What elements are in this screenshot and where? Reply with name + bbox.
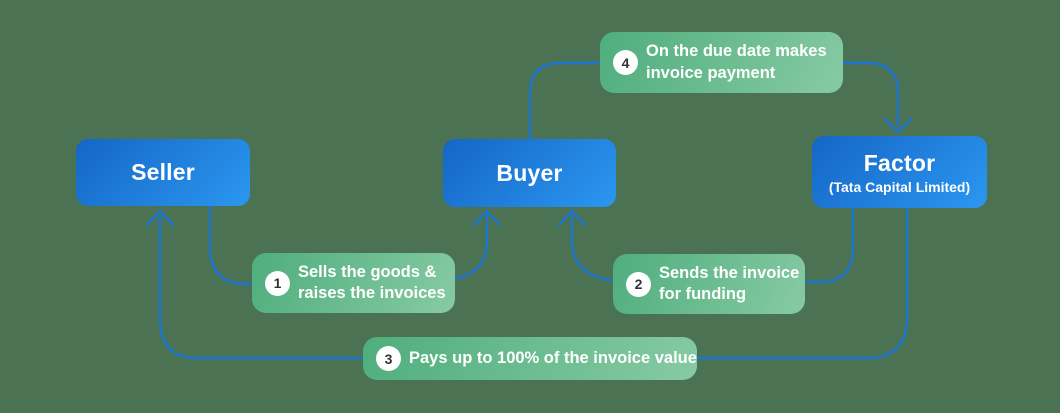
step-number-badge-3: 3 bbox=[376, 346, 401, 371]
step-text-3-line1: Pays up to 100% of the invoice value bbox=[409, 348, 697, 367]
step-number-badge-4: 4 bbox=[613, 50, 638, 75]
node-factor-sublabel: (Tata Capital Limited) bbox=[828, 178, 971, 195]
step-number-badge-2: 2 bbox=[626, 271, 651, 297]
step-text-4-line2: invoice payment bbox=[646, 63, 776, 82]
step-label-3: 3 Pays up to 100% of the invoice value bbox=[363, 337, 697, 380]
connector-step1-seller-to-label bbox=[208, 204, 256, 286]
step-label-2: 2 Sends the invoice for funding bbox=[613, 254, 805, 314]
step-text-1-line2: raises the invoices bbox=[298, 284, 446, 302]
step-label-1: 1 Sells the goods & raises the invoices bbox=[252, 253, 455, 313]
arrowhead-step4-into-factor bbox=[883, 117, 913, 134]
arrowhead-step2-into-buyer bbox=[557, 209, 587, 227]
step-text-3: Pays up to 100% of the invoice value bbox=[409, 348, 697, 369]
step-number-badge-1: 1 bbox=[265, 270, 290, 296]
step-text-2: Sends the invoice for funding bbox=[659, 263, 799, 306]
arrowhead-step3-into-seller bbox=[145, 209, 175, 227]
step-text-1: Sells the goods & raises the invoices bbox=[298, 262, 446, 305]
arrowhead-step1-into-buyer bbox=[472, 209, 502, 227]
node-seller-label: Seller bbox=[131, 159, 195, 185]
step-text-2-line1: Sends the invoice bbox=[659, 263, 800, 282]
connector-step2-factor-to-label bbox=[804, 206, 855, 284]
connector-step4-buyer-to-label bbox=[528, 61, 603, 141]
step-text-4: On the due date makes invoice payment bbox=[646, 41, 827, 84]
step-text-1-line1: Sells the goods & bbox=[298, 262, 437, 281]
step-label-4: 4 On the due date makes invoice payment bbox=[600, 32, 843, 93]
step-text-2-line2: for funding bbox=[659, 285, 747, 303]
node-factor-label: Factor bbox=[863, 149, 936, 176]
node-buyer: Buyer bbox=[443, 139, 616, 207]
step-text-4-line1: On the due date makes bbox=[646, 42, 827, 61]
connector-step2-label-to-buyer bbox=[570, 214, 617, 283]
node-seller: Seller bbox=[76, 139, 250, 206]
node-buyer-label: Buyer bbox=[496, 159, 563, 186]
node-factor: Factor (Tata Capital Limited) bbox=[812, 136, 987, 208]
connector-step4-label-to-factor bbox=[840, 61, 900, 128]
connector-step1-label-to-buyer bbox=[451, 214, 489, 281]
